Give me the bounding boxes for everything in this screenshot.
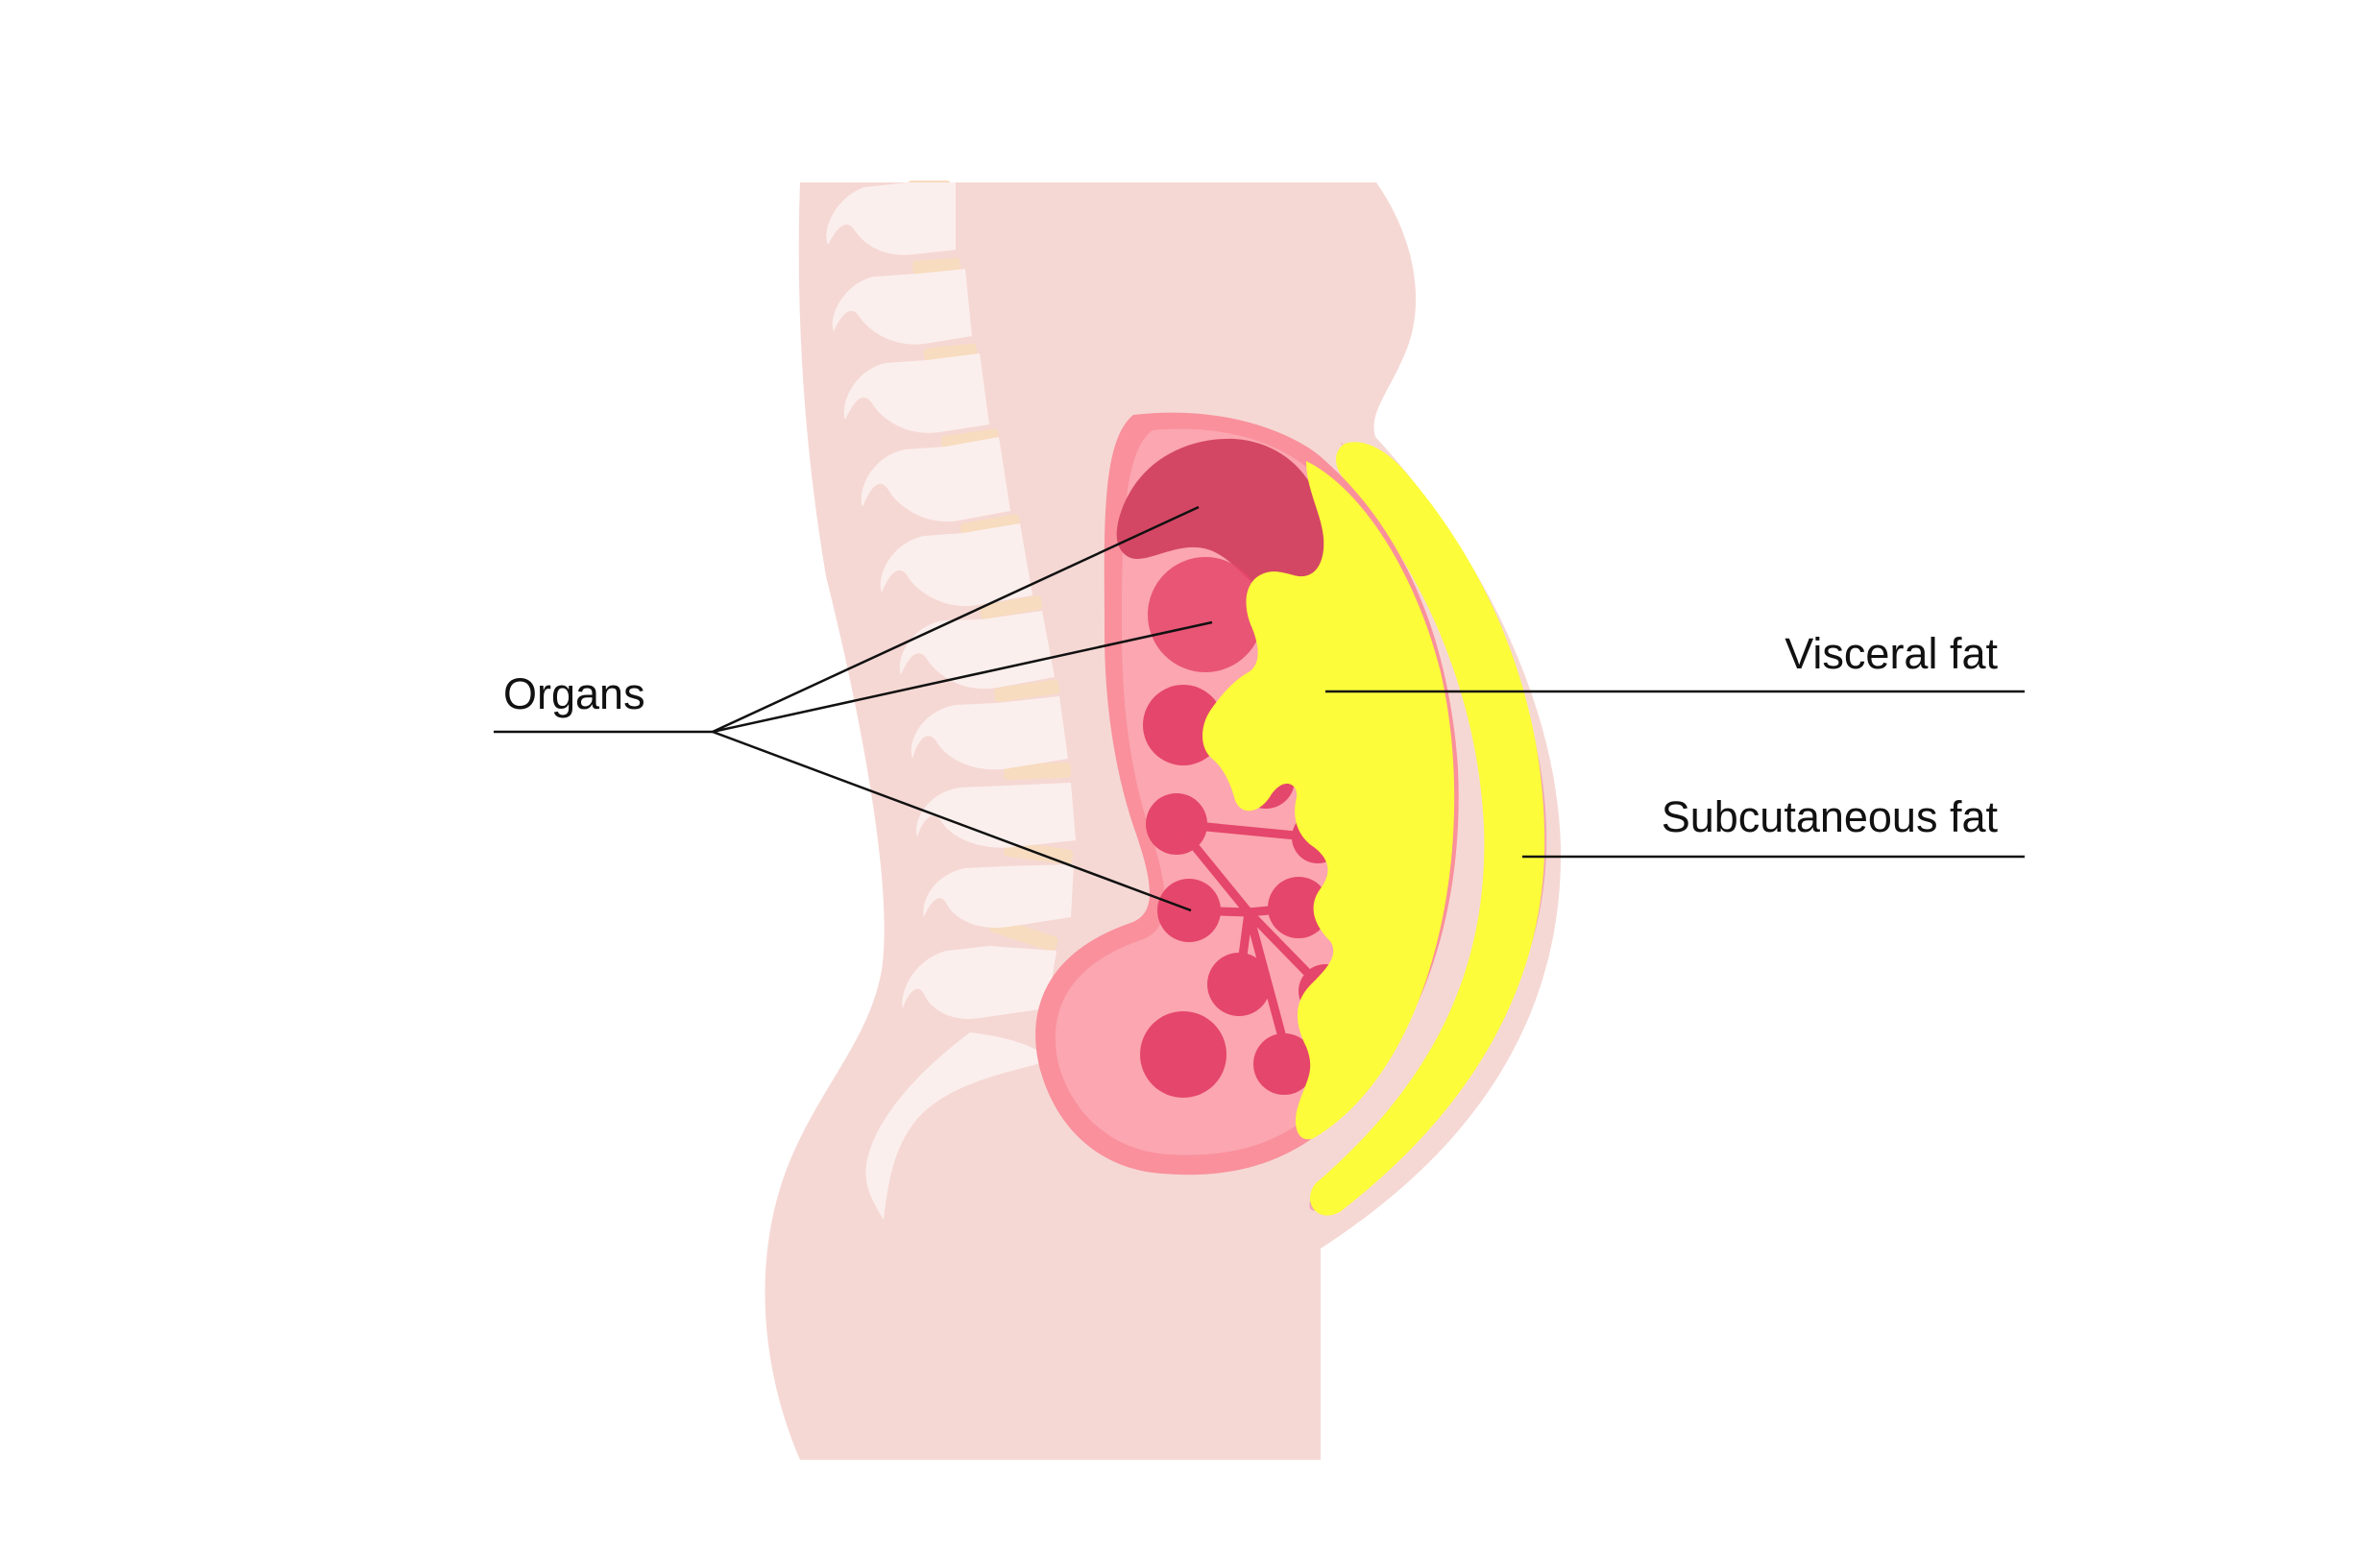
organ-stomach	[1148, 557, 1263, 672]
subcutaneous-fat-layer	[1310, 442, 1545, 1216]
organs-label: Organs	[503, 669, 645, 718]
organs-leader-intestine	[712, 730, 1192, 912]
visceral-fat	[1202, 461, 1455, 1140]
organ-intestine-8	[1140, 1011, 1226, 1098]
organ-intestine-9	[1253, 1033, 1315, 1095]
visceral-fat-label: Visceral fat	[1785, 629, 1998, 678]
spine-vertebrae	[826, 182, 1076, 1220]
mesentery-vessels	[1172, 819, 1330, 1042]
subcutaneous-fat-label: Subcutaneous fat	[1661, 792, 1998, 841]
organs-leader-stomach	[712, 620, 1213, 734]
leader-lines	[494, 505, 2025, 912]
organ-kidney	[1143, 685, 1224, 765]
organ-liver	[1116, 438, 1325, 596]
organs-leader-liver	[712, 505, 1200, 734]
